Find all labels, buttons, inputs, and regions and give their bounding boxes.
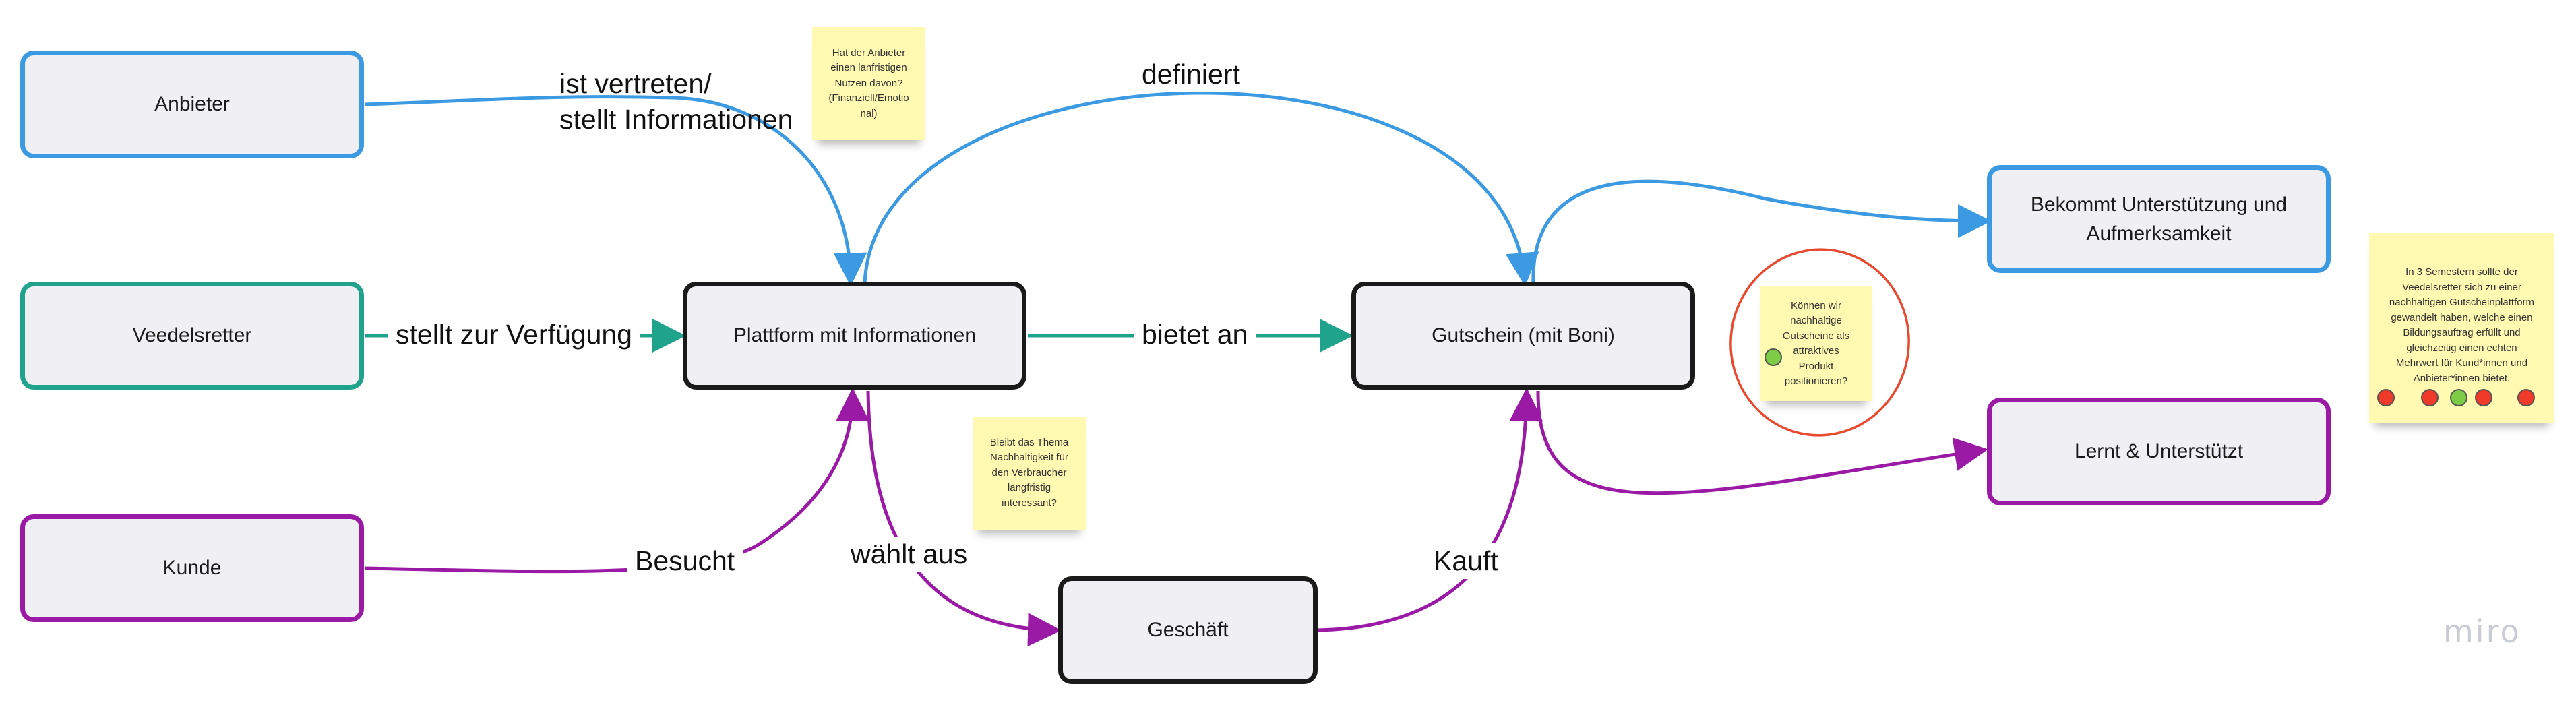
- edge-gutschein-unterstuetzung: [1531, 179, 1992, 284]
- sticky-line: Bildungsauftrag erfüllt und: [2403, 327, 2521, 338]
- sticky-line: Anbieter*innen bietet.: [2413, 372, 2511, 384]
- node-veedelsretter[interactable]: Veedelsretter: [20, 282, 364, 390]
- edge-label-vertreten-line1: ist vertreten/: [559, 68, 712, 99]
- node-unterstuetzung-line1: Bekommt Unterstützung und: [2030, 193, 2288, 216]
- node-unterstuetzung-label: Bekommt Unterstützung und Aufmerksamkeit: [2031, 190, 2287, 249]
- node-plattform-label: Plattform mit Informationen: [733, 324, 977, 347]
- sticky-gutscheine[interactable]: Können wir nachhaltige Gutscheine als at…: [1760, 286, 1872, 401]
- node-lernt-label: Lernt & Unterstützt: [2074, 440, 2244, 463]
- sticky-ziel[interactable]: In 3 Semestern sollte der Veedelsretter …: [2369, 233, 2554, 423]
- node-geschaeft[interactable]: Geschäft: [1058, 576, 1318, 684]
- edge-label-stellt-zur-verfuegung: stellt zur Verfügung: [388, 317, 640, 353]
- sticky-line: In 3 Semestern sollte der: [2405, 266, 2518, 278]
- node-gutschein[interactable]: Gutschein (mit Boni): [1351, 282, 1695, 390]
- sticky-line: nal): [860, 107, 878, 119]
- vote-dot-red: [2517, 389, 2535, 406]
- edge-label-kauft: Kauft: [1425, 543, 1506, 580]
- vote-dot-red: [2475, 389, 2492, 406]
- sticky-line: nachhaltige: [1790, 315, 1842, 326]
- sticky-line: Können wir: [1790, 299, 1842, 311]
- sticky-line: Nachhaltigkeit für: [990, 452, 1068, 464]
- vote-dot-green: [2450, 389, 2467, 406]
- edge-label-vertreten-line2: stellt Informationen: [559, 104, 793, 135]
- edge-geschaeft-gutschein: [1317, 388, 1543, 632]
- sticky-line: Bleibt das Thema: [989, 436, 1069, 448]
- sticky-line: nachhaltigen Gutscheinplattform: [2389, 297, 2535, 308]
- node-plattform[interactable]: Plattform mit Informationen: [683, 282, 1026, 390]
- node-unterstuetzung[interactable]: Bekommt Unterstützung und Aufmerksamkeit: [1987, 165, 2331, 273]
- sticky-line: interessant?: [1002, 497, 1057, 509]
- highlight-circle: [1729, 248, 1910, 437]
- vote-dot-red: [2421, 389, 2439, 406]
- sticky-line: Hat der Anbieter: [832, 47, 906, 59]
- edge-label-vertreten: ist vertreten/ stellt Informationen: [551, 66, 801, 138]
- edge-gutschein-lernt: [1536, 390, 1988, 495]
- miro-logo: miro: [2443, 613, 2521, 650]
- sticky-line: attraktives: [1793, 345, 1839, 357]
- edge-label-bietet-an: bietet an: [1134, 317, 1256, 353]
- sticky-line: Mehrwert für Kund*innen und: [2395, 357, 2528, 369]
- sticky-line: gleichzeitig einen echten: [2406, 342, 2517, 354]
- sticky-line: gewandelt haben, welche einen: [2391, 311, 2533, 324]
- sticky-anbieter-nutzen[interactable]: Hat der Anbieter einen lanfristigen Nutz…: [812, 27, 925, 140]
- sticky-line: (Finanziell/Emotio: [828, 92, 909, 104]
- edge-plattform-gutschein-definiert: [863, 91, 1539, 286]
- sticky-nachhaltigkeit[interactable]: Bleibt das Thema Nachhaltigkeit für den …: [973, 417, 1086, 530]
- edge-anbieter-plattform: [364, 95, 867, 286]
- node-geschaeft-label: Geschäft: [1147, 619, 1229, 642]
- sticky-line: Produkt: [1798, 360, 1834, 372]
- sticky-line: Gutscheine als: [1782, 330, 1850, 342]
- node-anbieter[interactable]: Anbieter: [20, 51, 364, 158]
- edge-label-waehlt-aus: wählt aus: [842, 537, 976, 573]
- node-veedelsretter-label: Veedelsretter: [132, 324, 252, 347]
- sticky-line: Nutzen davon?: [834, 77, 903, 89]
- sticky-line: einen lanfristigen: [830, 62, 907, 74]
- node-lernt[interactable]: Lernt & Unterstützt: [1987, 398, 2331, 505]
- node-anbieter-label: Anbieter: [154, 93, 230, 116]
- vote-dot-green: [1765, 348, 1782, 366]
- node-kunde-label: Kunde: [162, 557, 222, 580]
- sticky-line: langfristig: [1007, 482, 1051, 494]
- edge-label-besucht: Besucht: [627, 543, 743, 580]
- node-gutschein-label: Gutschein (mit Boni): [1432, 324, 1615, 347]
- node-kunde[interactable]: Kunde: [20, 514, 364, 622]
- sticky-line: Veedelsretter sich zu einer: [2402, 281, 2521, 293]
- node-unterstuetzung-line2: Aufmerksamkeit: [2086, 222, 2232, 245]
- edge-kunde-plattform: [364, 388, 869, 574]
- edge-label-definiert: definiert: [1134, 57, 1248, 93]
- sticky-line: den Verbraucher: [991, 466, 1067, 479]
- vote-dot-red: [2377, 389, 2395, 406]
- sticky-line: positionieren?: [1784, 375, 1848, 387]
